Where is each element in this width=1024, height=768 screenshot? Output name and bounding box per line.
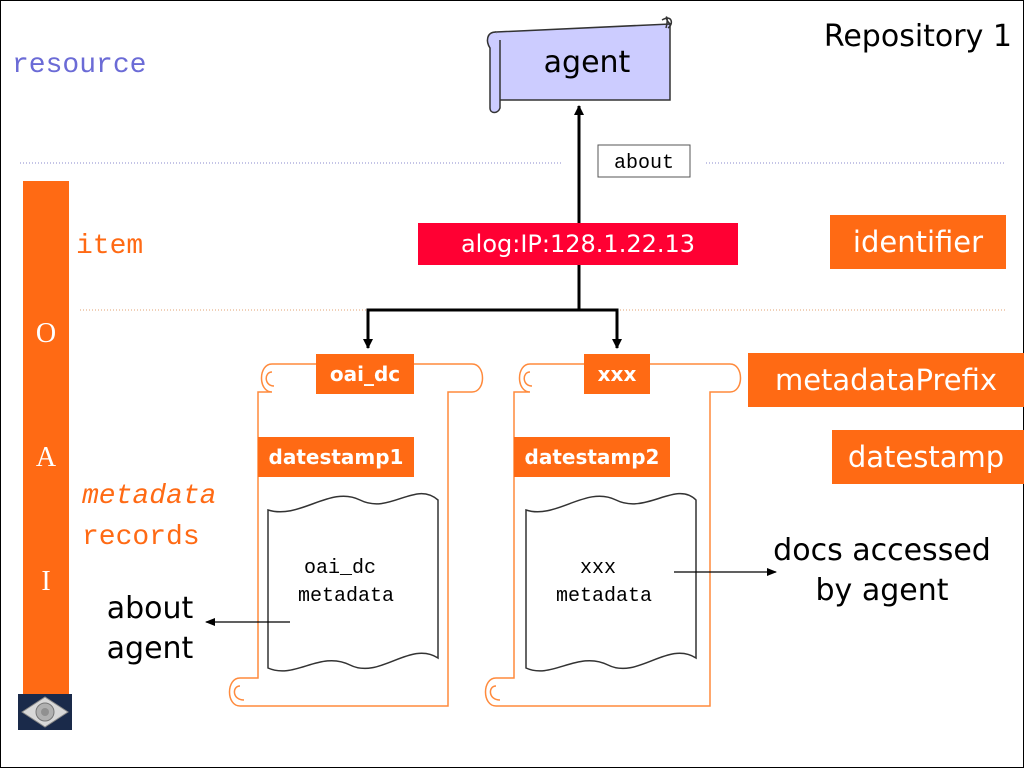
layer-label-records: records xyxy=(82,522,200,553)
agent-scroll: agent xyxy=(486,16,673,114)
annotation-about-agent-line1: about xyxy=(107,591,194,626)
oai-letter-o: O xyxy=(36,318,56,349)
record-2-prefix-box xyxy=(584,354,650,394)
record-2-doc xyxy=(525,493,697,672)
legend-identifier-label: identifier xyxy=(853,225,983,259)
record-2-datestamp-box xyxy=(514,437,670,477)
about-tag-label: about xyxy=(614,152,674,175)
record-1-datestamp-box xyxy=(258,437,414,477)
identifier-box xyxy=(418,223,738,265)
annotation-docs-accessed-line1: docs accessed xyxy=(773,533,991,568)
identifier-value: alog:IP:128.1.22.13 xyxy=(461,230,695,258)
nav-eye-icon[interactable] xyxy=(18,694,72,730)
record-1-doc xyxy=(267,493,439,672)
branch-arrow-oai-dc xyxy=(363,265,581,349)
record-1-datestamp: datestamp1 xyxy=(269,445,404,469)
legend-metadata-prefix xyxy=(748,353,1024,407)
about-tag xyxy=(597,144,691,178)
legend-identifier xyxy=(830,215,1006,269)
record-1-doc-line2: metadata xyxy=(298,585,394,608)
oai-letter-a: A xyxy=(36,442,57,473)
record-scroll-xxx: xxx datestamp2 xxx metadata xyxy=(484,354,742,707)
record-scroll-oai-dc: oai_dc datestamp1 oai_dc metadata xyxy=(228,354,484,707)
legend-datestamp xyxy=(832,430,1024,484)
legend-metadata-prefix-label: metadataPrefix xyxy=(775,363,997,397)
agent-label: agent xyxy=(544,45,631,80)
layer-label-metadata: metadata xyxy=(82,481,216,512)
record-2-datestamp: datestamp2 xyxy=(525,445,660,469)
record-1-doc-line1: oai_dc xyxy=(304,557,376,580)
record-2-doc-line2: metadata xyxy=(556,585,652,608)
annotation-docs-accessed-line2: by agent xyxy=(816,573,949,608)
record-1-prefix: oai_dc xyxy=(330,362,400,386)
layer-label-item: item xyxy=(76,231,143,262)
layer-label-resource: resource xyxy=(12,50,146,81)
page-title: Repository 1 xyxy=(824,19,1012,54)
annotation-about-agent-line2: agent xyxy=(107,631,194,666)
record-2-doc-line1: xxx xyxy=(580,557,616,580)
record-1-prefix-box xyxy=(316,354,414,394)
oai-bar xyxy=(23,181,69,696)
branch-arrow-xxx xyxy=(579,308,622,349)
record-2-prefix: xxx xyxy=(598,362,637,386)
legend-datestamp-label: datestamp xyxy=(848,440,1004,474)
oai-letter-i: I xyxy=(41,566,50,597)
